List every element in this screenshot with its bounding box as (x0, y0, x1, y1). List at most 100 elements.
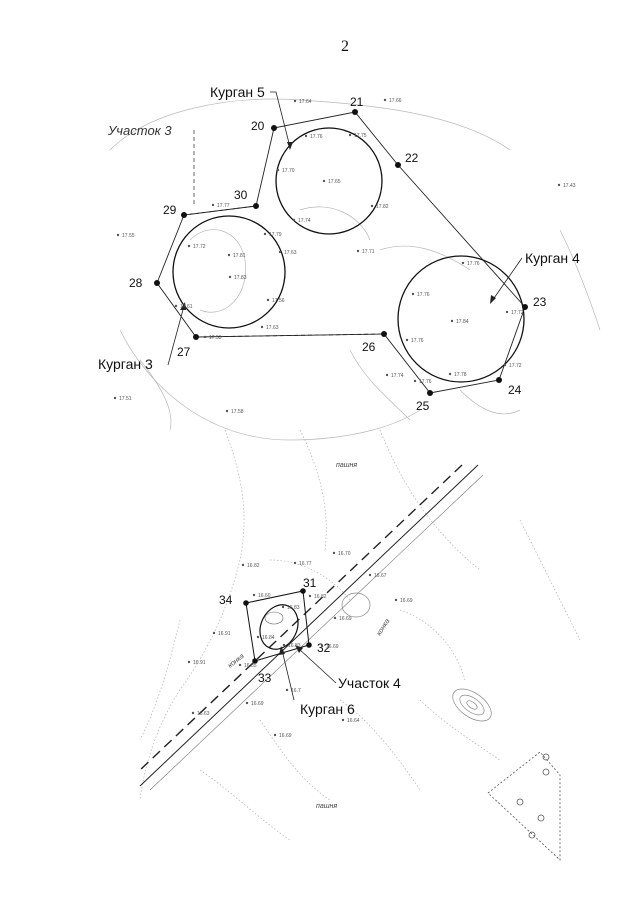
spot-height: 16.83 (287, 605, 300, 611)
spot-height: 16.85 (244, 663, 257, 669)
spot-height: 17.81 (233, 253, 246, 259)
spot-height: 17.66 (389, 98, 402, 104)
spot-height: 17.63 (284, 250, 297, 256)
spot-height: 17.83 (234, 275, 247, 281)
vertex-label: 21 (350, 95, 364, 109)
arrow-head (295, 645, 303, 653)
vertex-label: 20 (251, 119, 265, 133)
road (139, 464, 484, 791)
vertex-label: 25 (416, 399, 430, 413)
contour-lines-top (109, 98, 601, 441)
road-label-left: конка (227, 653, 246, 670)
spot-height: 17.72 (511, 310, 524, 316)
spot-height: 17.58 (231, 409, 244, 415)
spot-height: 17.84 (456, 319, 469, 325)
spot-height: 16.82 (247, 563, 260, 569)
vertex-label: 34 (219, 593, 233, 607)
spot-height: 16.69 (400, 598, 413, 604)
spot-height: 17.63 (266, 325, 279, 331)
spot-height: 16.82 (314, 594, 327, 600)
vertex-label: 23 (533, 295, 547, 309)
section-4-leader (297, 647, 337, 684)
spot-height: 16.64 (347, 718, 360, 724)
spot-height: 16.84 (262, 635, 275, 641)
vertex-label: 33 (258, 671, 272, 685)
kurgan-6-leader (281, 649, 295, 701)
section-4-label: Участок 4 (338, 675, 401, 691)
spot-height: 16.63 (197, 711, 210, 717)
spot-heights-bottom: 16.70 16.82 16.77 16.67 16.60 16.82 16.8… (187, 551, 413, 739)
spot-height: 17.76 (467, 261, 480, 267)
bottom-plan: пашня пашня конка конка 31 32 33 34 Учас… (139, 429, 581, 861)
spot-height: 16.7 (291, 688, 301, 694)
field-label-top: пашня (336, 462, 357, 469)
spot-height: 17.76 (310, 134, 323, 140)
kurgan-3-circle (172, 215, 286, 329)
spot-height: 17.43 (563, 183, 576, 189)
top-plan: Участок 3 20 21 22 23 24 25 26 27 28 29 … (98, 84, 601, 441)
spot-height: 17.75 (354, 133, 367, 139)
vertex-label: 27 (177, 345, 191, 359)
vertex-label: 28 (129, 276, 143, 290)
spot-heights-top: 17.64 17.66 17.76 17.75 17.70 17.65 17.8… (113, 98, 576, 415)
spot-height: 17.71 (362, 249, 375, 255)
dashed-boundary-segment-2 (183, 205, 257, 216)
kurgan-5-leader (270, 91, 291, 148)
spot-height: 17.53 (209, 335, 222, 341)
survey-boundary-top (156, 111, 526, 394)
vertex-points-top (154, 109, 528, 396)
arrow-head (490, 295, 496, 304)
spot-height: 17.74 (298, 218, 311, 224)
spot-height: 17.65 (328, 179, 341, 185)
kurgan-4-circle (397, 255, 525, 383)
spot-height: 16.69 (251, 701, 264, 707)
spot-height: 17.56 (272, 298, 285, 304)
spot-height: 17.76 (417, 292, 430, 298)
kurgan-4-label: Курган 4 (525, 250, 580, 266)
spot-height: 17.61 (180, 304, 193, 310)
kurgan-6-circle (259, 604, 299, 650)
vertex-label: 29 (163, 203, 177, 217)
dashed-boundary-segment (195, 333, 385, 338)
vertex-label: 30 (234, 188, 248, 202)
spot-height: 16.91 (193, 660, 206, 666)
kurgan-6-label: Курган 6 (300, 701, 355, 717)
spot-height: 17.74 (391, 373, 404, 379)
spot-height: 17.72 (193, 244, 206, 250)
spot-height: 16.91 (218, 631, 231, 637)
spot-height: 16.67 (374, 573, 387, 579)
spot-height: 17.64 (299, 99, 312, 105)
spot-height: 17.72 (509, 363, 522, 369)
arrow-head (279, 646, 285, 655)
vertex-label: 32 (317, 641, 331, 655)
lower-right-parcel (487, 751, 561, 861)
kurgan-5-label: Курган 5 (210, 84, 265, 100)
page-number: 2 (341, 38, 349, 55)
vertex-label: 31 (303, 576, 317, 590)
spot-height: 17.51 (119, 396, 132, 402)
vertex-label: 26 (362, 340, 376, 354)
arrow-head (287, 142, 293, 150)
spot-height: 16.83 (288, 643, 301, 649)
spot-height: 17.77 (217, 203, 230, 209)
spot-height: 16.69 (279, 733, 292, 739)
arrow-head (180, 302, 186, 310)
kurgan-4-leader (491, 257, 523, 302)
spot-height: 16.69 (326, 644, 339, 650)
field-label-bottom: пашня (316, 803, 337, 810)
spot-height: 17.76 (411, 338, 424, 344)
spot-height: 16.60 (258, 593, 271, 599)
kurgan-5-circle (275, 127, 383, 235)
depression-contours (341, 592, 492, 722)
spot-height: 17.55 (122, 233, 135, 239)
spot-height: 17.82 (376, 204, 389, 210)
contour-lines-bottom (139, 429, 581, 841)
spot-height: 16.70 (338, 551, 351, 557)
vertex-label: 24 (508, 383, 522, 397)
spot-height: 16.77 (299, 561, 312, 567)
spot-height: 17.79 (269, 232, 282, 238)
vertex-label: 22 (405, 151, 419, 165)
kurgan-6-inner (264, 611, 284, 625)
